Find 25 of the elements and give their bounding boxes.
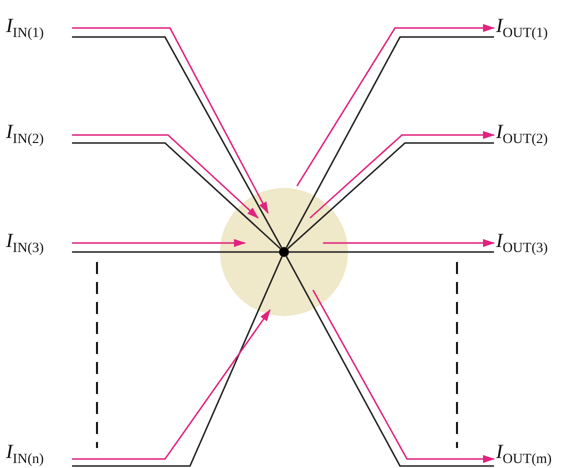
current-label: I$_{OUT(m)}$ (496, 440, 562, 468)
wire (289, 251, 494, 253)
current-arrow (296, 24, 495, 186)
current-arrow (310, 131, 495, 219)
current-label: I$_{IN(2)}$ (6, 120, 70, 148)
current-arrow (312, 290, 495, 463)
wire (287, 142, 494, 250)
current-arrow (72, 134, 259, 219)
current-arrow (72, 27, 269, 214)
wire (286, 36, 494, 248)
junction-dot (279, 247, 289, 257)
current-arrow (72, 309, 271, 460)
wire (72, 251, 279, 253)
current-arrow (323, 239, 495, 247)
current-label: I$_{OUT(3)}$ (496, 229, 562, 257)
wire (72, 256, 283, 467)
wire (72, 36, 282, 248)
current-label: I$_{OUT(2)}$ (496, 120, 562, 148)
current-label: I$_{IN(1)}$ (6, 14, 70, 42)
wire (72, 142, 281, 250)
current-label: I$_{IN(3)}$ (6, 229, 70, 257)
current-label: I$_{OUT(1)}$ (496, 14, 562, 42)
wire (286, 256, 494, 467)
current-label: I$_{IN(n)}$ (6, 440, 70, 468)
current-arrow (72, 239, 246, 247)
